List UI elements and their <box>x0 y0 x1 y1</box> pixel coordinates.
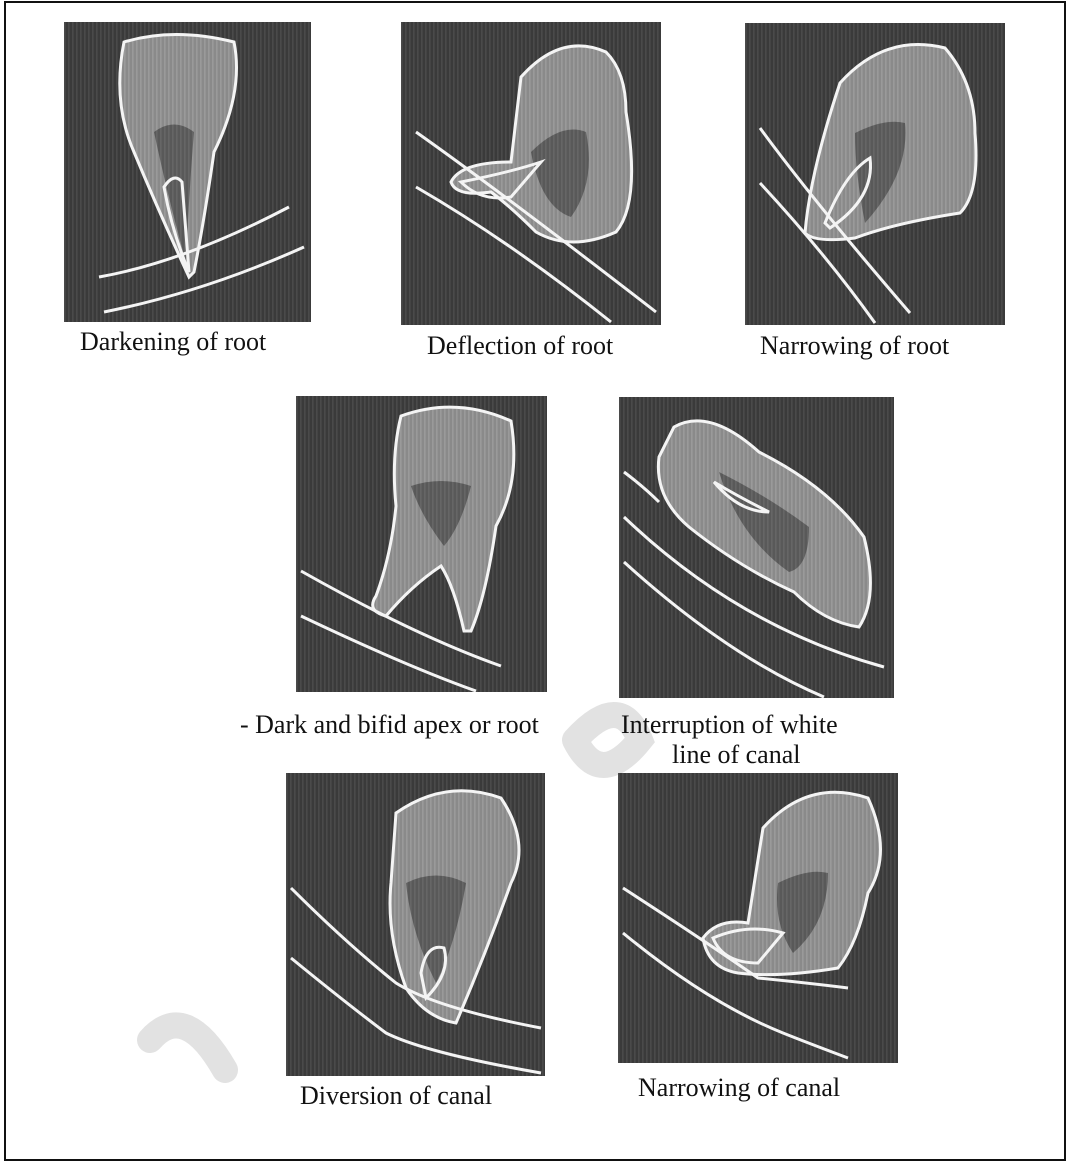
panel-deflection-of-root <box>401 22 661 325</box>
caption-diversion-of-canal: Diversion of canal <box>300 1081 492 1111</box>
tooth-radiograph-narrowing-of-root <box>745 23 1005 325</box>
caption-interruption-line2: line of canal <box>672 740 801 770</box>
tooth-radiograph-bifid-apex <box>296 396 547 692</box>
panel-darkening-of-root <box>64 22 311 322</box>
panel-narrowing-of-root <box>745 23 1005 325</box>
panel-diversion-of-canal <box>286 773 545 1076</box>
caption-interruption-line1: Interruption of white <box>621 710 838 740</box>
caption-darkening-of-root: Darkening of root <box>80 327 266 357</box>
tooth-radiograph-narrowing-of-canal <box>618 773 898 1063</box>
tooth-radiograph-interruption-white-line <box>619 397 894 698</box>
panel-narrowing-of-canal <box>618 773 898 1063</box>
caption-narrowing-of-canal: Narrowing of canal <box>638 1073 840 1103</box>
tooth-radiograph-deflection-of-root <box>401 22 661 325</box>
panel-interruption-white-line <box>619 397 894 698</box>
tooth-radiograph-darkening-of-root <box>64 22 311 322</box>
tooth-radiograph-diversion-of-canal <box>286 773 545 1076</box>
caption-deflection-of-root: Deflection of root <box>427 331 613 361</box>
panel-dark-bifid-apex <box>296 396 547 692</box>
caption-dark-bifid-apex: - Dark and bifid apex or root <box>240 710 539 740</box>
caption-narrowing-of-root: Narrowing of root <box>760 331 949 361</box>
